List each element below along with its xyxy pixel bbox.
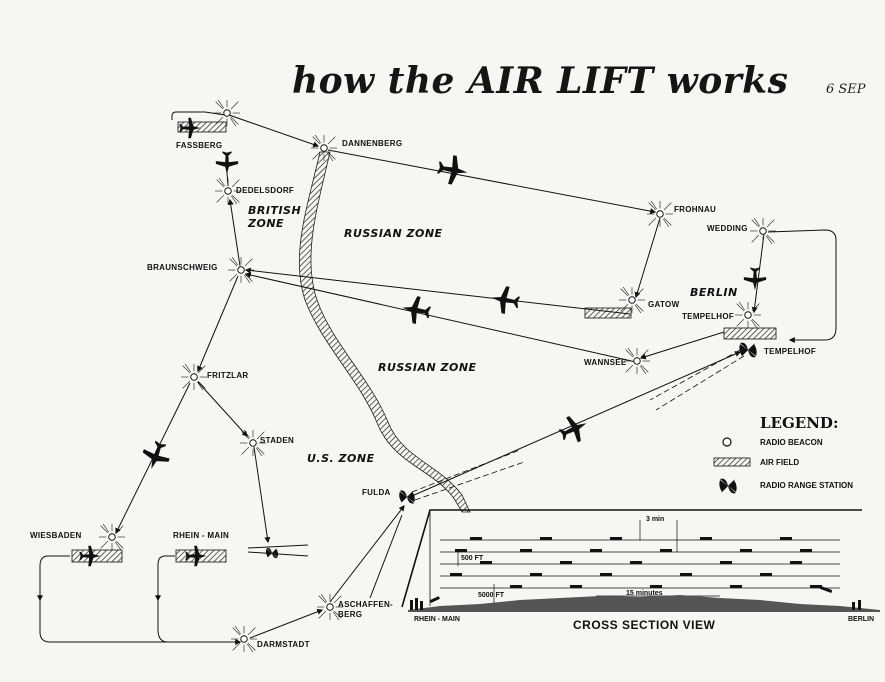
map-date: 6 SEP [826, 82, 866, 97]
legend-title: LEGEND: [760, 414, 839, 432]
range-station-tempelhof-icon [739, 342, 757, 358]
legend-symbols [713, 437, 751, 494]
radio-beacons [99, 100, 776, 652]
cross-section-interval: 3 min [646, 516, 665, 523]
label-fritzlar: FRITZLAR [207, 371, 249, 380]
aircraft-markers [79, 117, 767, 567]
label-dannenberg: DANNENBERG [342, 139, 403, 148]
beacon-fassberg-north-icon [214, 100, 240, 126]
cross-section-separation: 500 FT [461, 555, 484, 562]
label-berlin: BERLIN [690, 286, 738, 299]
radio-range-beams [411, 349, 745, 501]
label-russian-zone-north: RUSSIAN ZONE [344, 227, 443, 240]
label-tempelhof-beacon: TEMPELHOF [682, 312, 735, 321]
beacon-fritzlar-icon [181, 364, 207, 390]
label-russian-zone-south: RUSSIAN ZONE [378, 361, 477, 374]
cross-section-end: BERLIN [848, 616, 875, 623]
zone-boundary [298, 151, 471, 513]
beacon-dannenberg-icon [311, 135, 337, 161]
legend-radio-beacon: RADIO BEACON [760, 438, 823, 447]
beacon-frohnau-icon [647, 201, 673, 227]
label-darmstadt: DARMSTADT [257, 640, 310, 649]
cross-section-start: RHEIN - MAIN [414, 616, 460, 623]
legend-radio-range-station: RADIO RANGE STATION [760, 481, 854, 490]
label-dedelsdorf: DEDELSDORF [236, 186, 295, 195]
label-fassberg: FASSBERG [176, 141, 223, 150]
label-british-zone: BRITISH ZONE [248, 204, 302, 230]
label-braunschweig: BRAUNSCHWEIG [147, 263, 218, 272]
range-station-rhein-main-icon [265, 547, 279, 559]
cross-section-panel [401, 509, 880, 612]
map-title: how the AIR LIFT works [292, 60, 789, 102]
label-wannsee: WANNSEE [584, 358, 627, 367]
beacon-darmstadt-icon [231, 626, 257, 652]
label-fulda: FULDA [362, 488, 391, 497]
range-station-fulda-icon [399, 490, 415, 504]
air-corridor-routes [37, 111, 837, 645]
label-wedding: WEDDING [707, 224, 748, 233]
cross-section-spacing: 15 minutes [626, 590, 663, 597]
beacon-gatow-icon [619, 287, 645, 313]
cross-section-title: CROSS SECTION VIEW [573, 618, 716, 632]
label-frohnau: FROHNAU [674, 205, 717, 214]
label-rhein-main: RHEIN - MAIN [173, 531, 230, 540]
beacon-wiesbaden-icon [99, 524, 125, 550]
legend-range-station-icon [719, 478, 737, 494]
legend-beacon-icon [722, 437, 732, 447]
label-tempelhof-field: TEMPELHOF [764, 347, 817, 356]
beacon-braunschweig-icon [228, 257, 254, 283]
air-fields [71, 121, 777, 563]
radio-range-stations [265, 342, 757, 559]
label-aschaffenberg: ASCHAFFEN- BERG [338, 600, 393, 619]
label-wiesbaden: WIESBADEN [30, 531, 82, 540]
beacon-wedding-icon [750, 218, 776, 244]
beacon-wannsee-icon [624, 348, 650, 374]
label-us-zone: U.S. ZONE [307, 452, 375, 465]
legend-air-field-icon [713, 457, 751, 467]
cross-section-altitude: 5000 FT [478, 592, 505, 599]
label-staden: STADEN [260, 436, 295, 445]
legend-air-field: AIR FIELD [760, 458, 800, 467]
label-gatow: GATOW [648, 300, 680, 309]
beacon-tempelhof-icon [735, 302, 761, 328]
